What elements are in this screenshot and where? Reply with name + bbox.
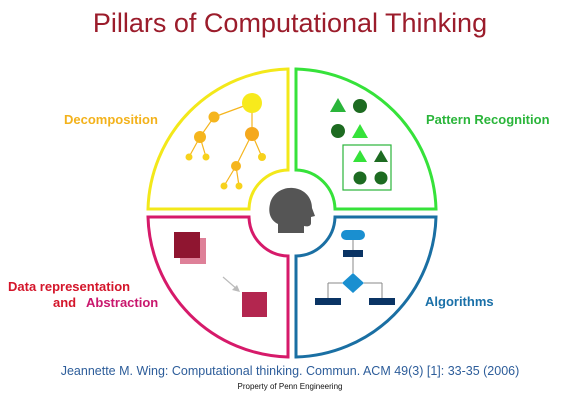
flowchart-icon (315, 230, 395, 305)
tree-icon (185, 93, 266, 190)
citation: Jeannette M. Wing: Computational thinkin… (60, 364, 520, 378)
pattern-recognition-quadrant (294, 67, 438, 211)
property-notice: Property of Penn Engineering (237, 382, 343, 391)
data-representation-label: Data representation (8, 279, 131, 294)
page-title: Pillars of Computational Thinking (92, 8, 488, 38)
abstraction-quadrant (146, 215, 290, 359)
algorithms-quadrant (294, 215, 438, 359)
human-head-icon (259, 180, 325, 246)
shapes-pattern-icon (330, 98, 392, 191)
decomposition-label: Decomposition (64, 112, 158, 127)
algorithms-label: Algorithms (425, 294, 494, 309)
pattern-recognition-label: Pattern Recognition (426, 112, 550, 127)
squares-abstraction-icon (174, 232, 267, 317)
decomposition-quadrant (146, 67, 290, 211)
abstraction-label: Abstraction (86, 295, 159, 310)
and-label: and (53, 295, 77, 310)
